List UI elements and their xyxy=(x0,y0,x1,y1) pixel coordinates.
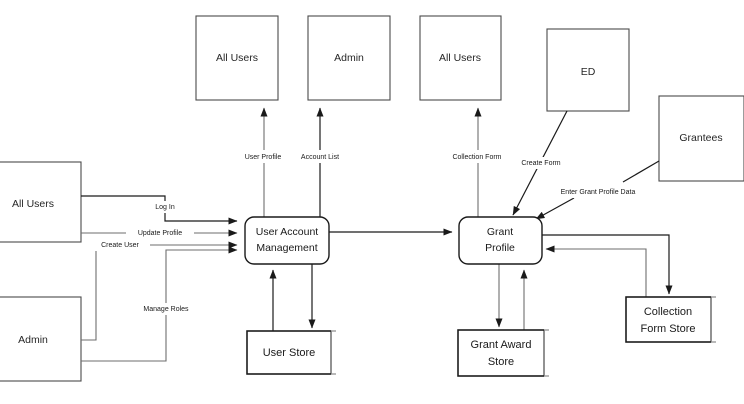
data-flow-user-profile[interactable]: User Profile xyxy=(237,107,290,218)
store-label-line1: User Store xyxy=(263,347,316,359)
store-label-line1: Grant Award xyxy=(471,339,532,351)
data-store-grant-award-store[interactable]: Grant Award Store xyxy=(457,329,549,377)
flow-label: Manage Roles xyxy=(143,306,189,313)
data-store-user-store[interactable]: User Store xyxy=(246,330,336,375)
process-grant-profile[interactable]: Grant Profile xyxy=(458,216,543,265)
data-flow-manage-roles[interactable]: Manage Roles xyxy=(81,246,238,362)
flow-label: User Profile xyxy=(245,154,282,161)
process-label-line2: Profile xyxy=(485,242,515,254)
process-label-line2: Management xyxy=(256,242,317,254)
external-entity-all-users-top-left[interactable]: All Users xyxy=(195,15,279,101)
data-store-collection-form-store[interactable]: Collection Form Store xyxy=(625,296,716,343)
external-entity-grantees[interactable]: Grantees xyxy=(658,95,744,182)
external-entity-admin-left[interactable]: Admin xyxy=(0,296,82,382)
flow-label: Enter Grant Profile Data xyxy=(561,189,636,196)
data-flow-create-form[interactable]: Create Form xyxy=(512,110,568,216)
data-flow-log-in[interactable]: Log In xyxy=(81,195,238,225)
data-flow-create-user[interactable]: Create User xyxy=(81,239,238,341)
data-flow-account-list[interactable]: Account List xyxy=(294,107,347,218)
flow-label: Log In xyxy=(155,204,175,211)
data-flow-collection-store-to-grant-profile[interactable] xyxy=(545,245,647,297)
store-label-line2: Form Store xyxy=(640,323,695,335)
flow-label: Update Profile xyxy=(138,230,182,237)
external-entity-all-users-left[interactable]: All Users xyxy=(0,161,82,243)
flow-label: Create Form xyxy=(521,160,560,167)
entity-label: Grantees xyxy=(679,132,722,144)
entity-label: Admin xyxy=(334,52,364,64)
process-label-line1: Grant xyxy=(487,226,513,238)
entity-label: All Users xyxy=(12,198,54,210)
flow-label: Create User xyxy=(101,242,139,249)
external-entity-ed[interactable]: ED xyxy=(546,28,630,112)
entity-label: All Users xyxy=(216,52,258,64)
store-label-line1: Collection xyxy=(644,306,692,318)
flow-label: Collection Form xyxy=(452,154,501,161)
entity-label: All Users xyxy=(439,52,481,64)
data-flow-enter-grant-profile-data[interactable]: Enter Grant Profile Data xyxy=(535,160,660,220)
data-flow-grant-profile-to-collection-store[interactable] xyxy=(541,234,673,295)
data-flow-update-profile[interactable]: Update Profile xyxy=(81,227,238,239)
process-user-account-management[interactable]: User Account Management xyxy=(244,216,330,265)
data-flow-collection-form[interactable]: Collection Form xyxy=(447,107,509,218)
process-label-line1: User Account xyxy=(256,226,319,238)
flow-label: Account List xyxy=(301,154,339,161)
entity-label: ED xyxy=(581,66,596,78)
external-entity-admin-top[interactable]: Admin xyxy=(307,15,391,101)
external-entity-all-users-top-right[interactable]: All Users xyxy=(419,15,502,101)
entity-label: Admin xyxy=(18,334,48,346)
store-label-line2: Store xyxy=(488,356,514,368)
